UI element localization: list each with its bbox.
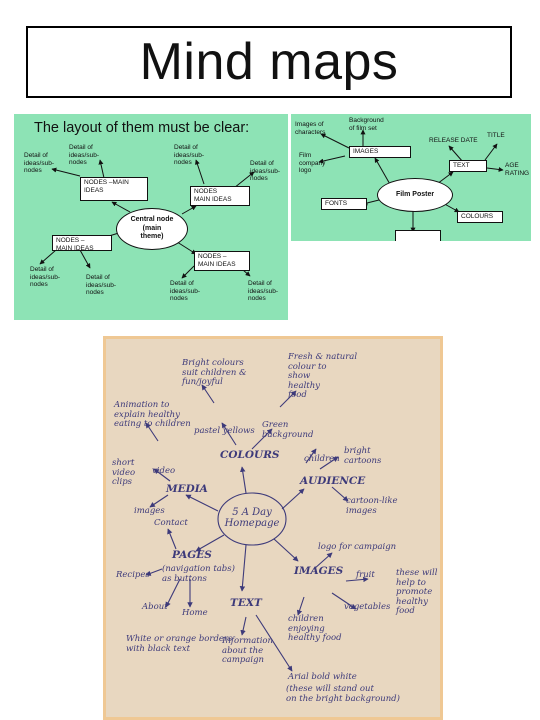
layout-heading: The layout of them must be clear:	[34, 120, 250, 136]
colours-branch: COLOURS	[220, 449, 280, 461]
detail-label-1: Detail of ideas/sub- nodes	[24, 152, 54, 174]
detail-label-4: Detail of ideas/sub- nodes	[250, 160, 280, 182]
main-node-4: NODES – MAIN IDEAS	[194, 251, 250, 271]
center-node-text: 5 A Day Homepage	[224, 507, 280, 529]
images-branch: IMAGES	[294, 565, 344, 577]
arial-note: Arial bold white	[288, 672, 357, 682]
release-date-label: RELEASE DATE	[429, 137, 478, 144]
background-label: Background of film set	[349, 117, 384, 132]
fruit-note: fruit	[356, 570, 375, 580]
children-note: children	[304, 454, 340, 464]
images-node: IMAGES	[349, 146, 411, 158]
film-company-logo-label: Film company logo	[299, 152, 326, 174]
information-note: Information about the campaign	[222, 636, 274, 665]
fonts-node: FONTS	[321, 198, 367, 210]
colours-node: COLOURS	[457, 211, 503, 223]
text-branch: TEXT	[230, 597, 262, 609]
images-media-note: images	[134, 506, 165, 516]
bright-cartoons-note: bright cartoons	[344, 446, 382, 466]
detail-label-3: Detail of ideas/sub- nodes	[174, 144, 204, 166]
age-rating-label: AGE RATING	[505, 162, 530, 177]
images-of-characters-label: Images of characters	[295, 121, 326, 136]
handdrawn-lines	[145, 384, 369, 672]
recipes-note: Recipes	[116, 570, 150, 580]
title-label: TITLE	[487, 132, 505, 139]
home-note: Home	[182, 608, 208, 618]
short-video-note: short video clips	[112, 458, 136, 487]
navigation-note: (navigation tabs) as buttons	[162, 564, 235, 584]
about-note: About	[142, 602, 168, 612]
central-node: Central node (main theme)	[116, 208, 188, 250]
detail-label-5: Detail of ideas/sub- nodes	[30, 266, 60, 288]
text-node: TEXT	[449, 160, 487, 172]
detail-label-8: Detail of ideas/sub- nodes	[248, 280, 278, 302]
stand-out-note: (these will stand out on the bright back…	[286, 684, 400, 704]
empty-node	[395, 230, 441, 241]
vegetables-note: vegetables	[344, 602, 391, 612]
pages-branch: PAGES	[172, 549, 212, 561]
animation-note: Animation to explain healthy eating to c…	[114, 400, 191, 429]
media-branch: MEDIA	[166, 483, 208, 495]
detail-label-6: Detail of ideas/sub- nodes	[86, 274, 116, 296]
title-box: Mind maps	[26, 26, 512, 98]
layout-panel: The layout of them must be clear: Centra…	[14, 114, 288, 320]
bright-colours-note: Bright colours suit children & fun/joyfu…	[182, 358, 247, 387]
children-eating-note: children enjoying healthy food	[288, 614, 342, 643]
center-circle	[217, 492, 287, 546]
main-node-2: NODES MAIN IDEAS	[190, 186, 250, 206]
handdrawn-mindmap-photo: 5 A Day Homepage COLOURS AUDIENCE MEDIA …	[103, 336, 443, 720]
main-node-1: NODES –MAIN IDEAS	[80, 177, 148, 201]
film-poster-node: Film Poster	[377, 178, 453, 212]
white-orange-note: White or orange borders with black text	[126, 634, 233, 654]
page-title: Mind maps	[139, 33, 399, 91]
film-poster-connectors	[318, 129, 504, 233]
pastel-yellows-note: pastel yellows	[194, 426, 255, 436]
detail-label-7: Detail of ideas/sub- nodes	[170, 280, 200, 302]
detail-label-2: Detail of ideas/sub- nodes	[69, 144, 99, 166]
cartoon-images-note: cartoon-like images	[346, 496, 398, 516]
green-background-note: Green background	[262, 420, 314, 440]
main-node-3: NODES – MAIN IDEAS	[52, 235, 112, 252]
audience-branch: AUDIENCE	[300, 475, 366, 487]
film-poster-panel: Film Poster IMAGES TEXT FONTS COLOURS Im…	[291, 114, 531, 241]
fresh-natural-note: Fresh & natural colour to show healthy f…	[288, 352, 358, 400]
logo-note: logo for campaign	[318, 542, 397, 552]
contact-note: Contact	[154, 518, 188, 528]
video-note: video	[152, 466, 176, 476]
promote-note: these will help to promote healthy food	[396, 568, 438, 616]
